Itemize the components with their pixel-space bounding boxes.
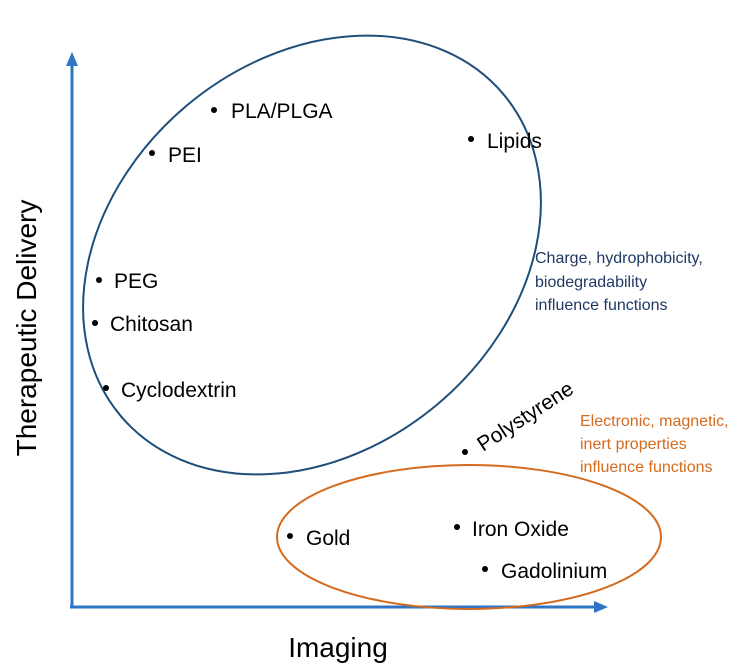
orange-group-annotation: Electronic, magnetic, inert properties i…: [580, 413, 729, 476]
annotation-line: Charge, hydrophobicity,: [535, 250, 703, 267]
annotation-line: influence functions: [580, 459, 713, 476]
material-dot: [96, 277, 102, 283]
x-axis-arrowhead: [594, 601, 608, 613]
material-chitosan: Chitosan: [92, 313, 193, 336]
annotation-line: influence functions: [535, 297, 668, 314]
material-dot: [454, 524, 460, 530]
annotation-line: biodegradability: [535, 274, 647, 291]
material-lipids: Lipids: [468, 130, 542, 153]
material-label: PLA/PLGA: [231, 100, 333, 123]
material-polystyrene: Polystyrene: [462, 377, 578, 456]
material-gold: Gold: [287, 527, 350, 550]
material-peg: PEG: [96, 270, 158, 293]
y-axis-arrowhead: [66, 52, 78, 66]
material-dot: [482, 566, 488, 572]
material-plga: PLA/PLGA: [211, 100, 333, 123]
material-dot: [92, 320, 98, 326]
annotation-line: Electronic, magnetic,: [580, 413, 729, 430]
material-label: PEG: [114, 270, 158, 293]
material-dot: [468, 136, 474, 142]
material-pei: PEI: [149, 144, 202, 167]
material-dot: [149, 150, 155, 156]
material-iron-oxide: Iron Oxide: [454, 518, 569, 541]
material-label: PEI: [168, 144, 202, 167]
material-label: Iron Oxide: [472, 518, 569, 541]
material-label: Lipids: [487, 130, 542, 153]
material-dot: [103, 385, 109, 391]
material-cyclodextrin: Cyclodextrin: [103, 379, 237, 402]
material-dot: [462, 449, 468, 455]
material-dot: [287, 533, 293, 539]
material-dot: [211, 107, 217, 113]
material-gadolinium: Gadolinium: [482, 560, 607, 583]
material-label: Gold: [306, 527, 350, 550]
blue-group-annotation: Charge, hydrophobicity, biodegradability…: [535, 250, 703, 314]
material-label: Polystyrene: [473, 377, 578, 456]
material-label: Cyclodextrin: [121, 379, 237, 402]
y-axis-title: Therapeutic Delivery: [11, 200, 42, 457]
x-axis-title: Imaging: [288, 632, 388, 663]
orange-group-ellipse: [276, 464, 662, 610]
annotation-line: inert properties: [580, 436, 687, 453]
blue-group-ellipse: [82, 34, 542, 476]
material-label: Chitosan: [110, 313, 193, 336]
material-label: Gadolinium: [501, 560, 607, 583]
